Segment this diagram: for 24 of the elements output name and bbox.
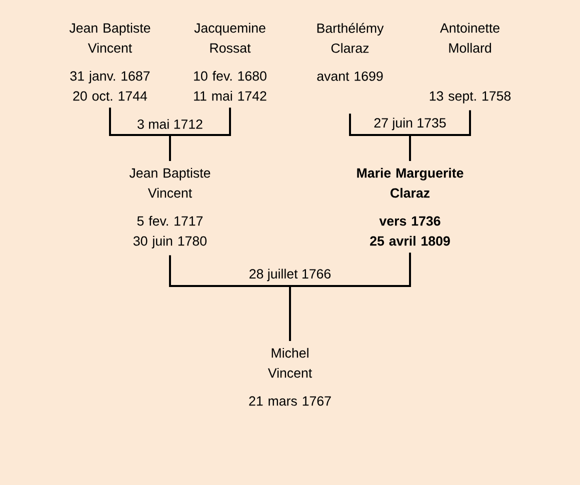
date-label: 25 avril 1809 — [370, 236, 450, 246]
edge-label: 3 mai 1712 — [136, 118, 204, 130]
person-name: Jean Baptiste Vincent — [69, 22, 150, 53]
date-label: 10 fev. 1680 — [194, 70, 266, 81]
person-name: Marie Marguerite Claraz — [357, 168, 464, 198]
edge-label: 27 juin 1735 — [372, 116, 448, 132]
connector-line — [409, 110, 471, 161]
edge-label: 28 juillet 1766 — [248, 267, 332, 283]
date-label: 13 sept. 1758 — [430, 91, 511, 104]
date-label: 30 juin 1780 — [133, 236, 207, 248]
date-label: 5 fev. 1717 — [137, 216, 203, 226]
person-name: Barthélémy Claraz — [317, 22, 384, 53]
date-label: vers 1736 — [379, 216, 440, 226]
person-name: Antoinette Mollard — [440, 22, 500, 53]
connector-line — [289, 252, 411, 341]
date-label: 20 oct. 1744 — [73, 91, 148, 101]
person-name: Michel Vincent — [268, 348, 312, 378]
connector-line — [169, 108, 231, 161]
date-label: avant 1699 — [317, 71, 383, 81]
date-label: 21 mars 1767 — [249, 396, 331, 406]
person-name: Jean Baptiste Vincent — [129, 168, 210, 198]
date-label: 11 mai 1742 — [194, 90, 266, 101]
person-name: Jacquemine Rossat — [194, 22, 266, 53]
date-label: 31 janv. 1687 — [70, 70, 150, 84]
